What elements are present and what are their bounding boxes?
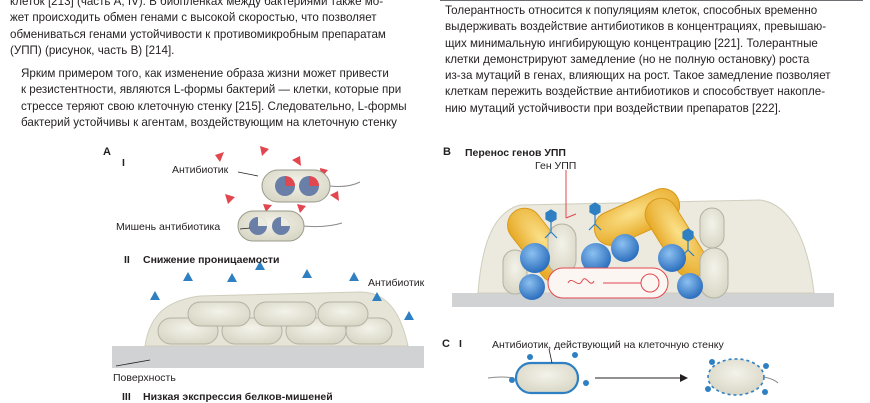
text-line: (УПП) (рисунок, часть В) [214]. [10,43,175,57]
cell-blue [581,243,611,273]
bacteriophage-icon [588,202,602,231]
text-line: нию мутаций устойчивости при воздействии… [445,101,782,115]
panel-a-sub-i: I [122,157,125,169]
gene-label: Ген УПП [535,160,577,172]
antibiotic-dot [527,354,533,360]
paragraph-2: Ярким примером того, как изменение образ… [10,66,419,131]
panel-b-letter: B [443,146,451,158]
antibiotic-triangle [263,204,272,212]
antibiotic-triangle [330,191,339,201]
antibiotic-dot [763,363,769,369]
surface [452,293,834,307]
antibiotic-triangle [227,273,237,282]
panel-a-letter: A [103,146,111,158]
bacterial-cell [237,210,305,242]
text-line: клетки демонстрируют замедление (но не п… [445,52,810,66]
text-line: выдерживать воздействие антибиотиков в к… [445,20,827,34]
antibiotic-triangle [150,291,160,300]
bacteriophage-icon [544,209,558,239]
paragraph-tolerance: Толерантность относится к популяциям кле… [445,3,848,117]
antibiotic-label-2: Антибиотик [368,277,425,289]
biofilm-cell [187,301,251,327]
antibiotic-triangle [297,204,306,213]
panel-a-sub-ii-title: Снижение проницаемости [143,254,280,266]
bacterial-cell-with-wall [514,361,580,395]
antibiotic-triangle [260,146,269,156]
antibiotic-triangle [292,156,301,166]
paragraph-1: клеток [213] (часть А, IV). В биопленках… [10,0,419,59]
bacterial-cell [261,169,331,203]
l-form-cell [707,358,765,396]
antibiotic-triangle [225,194,235,204]
antibiotic-triangle [404,311,414,320]
panel-c-letter: C [442,338,450,350]
text-column-left: клеток [213] (часть А, IV). В биопленках… [10,0,419,138]
panel-a-sub-iii-title: Низкая экспрессия белков-мишеней [143,391,333,403]
cell-blue [658,244,686,272]
antibiotic-triangle [215,152,224,162]
panel-b-title: Перенос генов УПП [465,147,566,159]
text-line: стрессе теряют свою клеточную стенку [21… [21,99,407,113]
text-line: клеток [213] (часть А, IV). В биопленках… [10,0,384,8]
antibiotic-dot [509,377,515,383]
panel-a-i-graphic [215,146,361,242]
cell-grey [547,223,577,275]
biofilm-cell [317,301,369,327]
antibiotic-triangle [302,269,312,278]
surface-label: Поверхность [113,372,176,384]
antibiotic-dot [762,389,768,395]
antibiotic-label: Антибиотик [172,164,229,176]
cell-blue [519,274,545,300]
antibiotic-dot [583,380,589,386]
panel-a-sub-ii-num: II [124,254,130,266]
text-line: Толерантность относится к популяциям кле… [445,4,818,17]
text-line: к резистентности, являются L-формы бакте… [21,83,402,97]
surface [112,346,424,368]
antibiotic-dot [705,386,711,392]
text-line: бактерий устойчивы к агентам, воздейству… [21,116,397,130]
antibiotic-target-label: Мишень антибиотика [116,221,221,233]
antibiotic-triangle [255,261,265,270]
antibiotic-triangle [183,272,193,281]
bacteriophage-icon [681,228,695,257]
text-line: щих минимальную ингибирующую концентраци… [445,36,818,50]
panel-c-i-graphic [487,348,779,396]
arrow-right-icon [680,374,688,382]
cell-grey [699,247,729,299]
text-line: клеткам пережить воздействие антибиотико… [445,85,826,99]
text-line: обмениваться генами устойчивости к проти… [10,27,386,41]
panel-c-sub-i: I [459,338,462,350]
text-line: жет происходить обмен генами с высокой с… [10,11,377,25]
antibiotic-dot [572,352,578,358]
panel-a-ii-biofilm [112,261,424,368]
panel-b-biofilm [452,170,834,307]
antibiotic-triangle [349,272,359,281]
biofilm-cell [253,301,317,327]
cell-blue [520,243,550,273]
text-column-right: Толерантность относится к популяциям кле… [445,3,848,124]
cell-blue [677,273,703,299]
cell-blue [611,234,639,262]
column-divider-rule [440,0,863,1]
panel-a-sub-iii-num: III [122,391,131,403]
cell-wall-antibiotic-label: Антибиотик, действующий на клеточную сте… [492,339,724,351]
text-line: из-за мутаций в генах, влияющих на рост.… [445,69,831,83]
antibiotic-triangle [372,292,382,301]
text-line: Ярким примером того, как изменение образ… [21,67,389,81]
cell-grey [699,207,725,249]
antibiotic-dot [709,359,715,365]
